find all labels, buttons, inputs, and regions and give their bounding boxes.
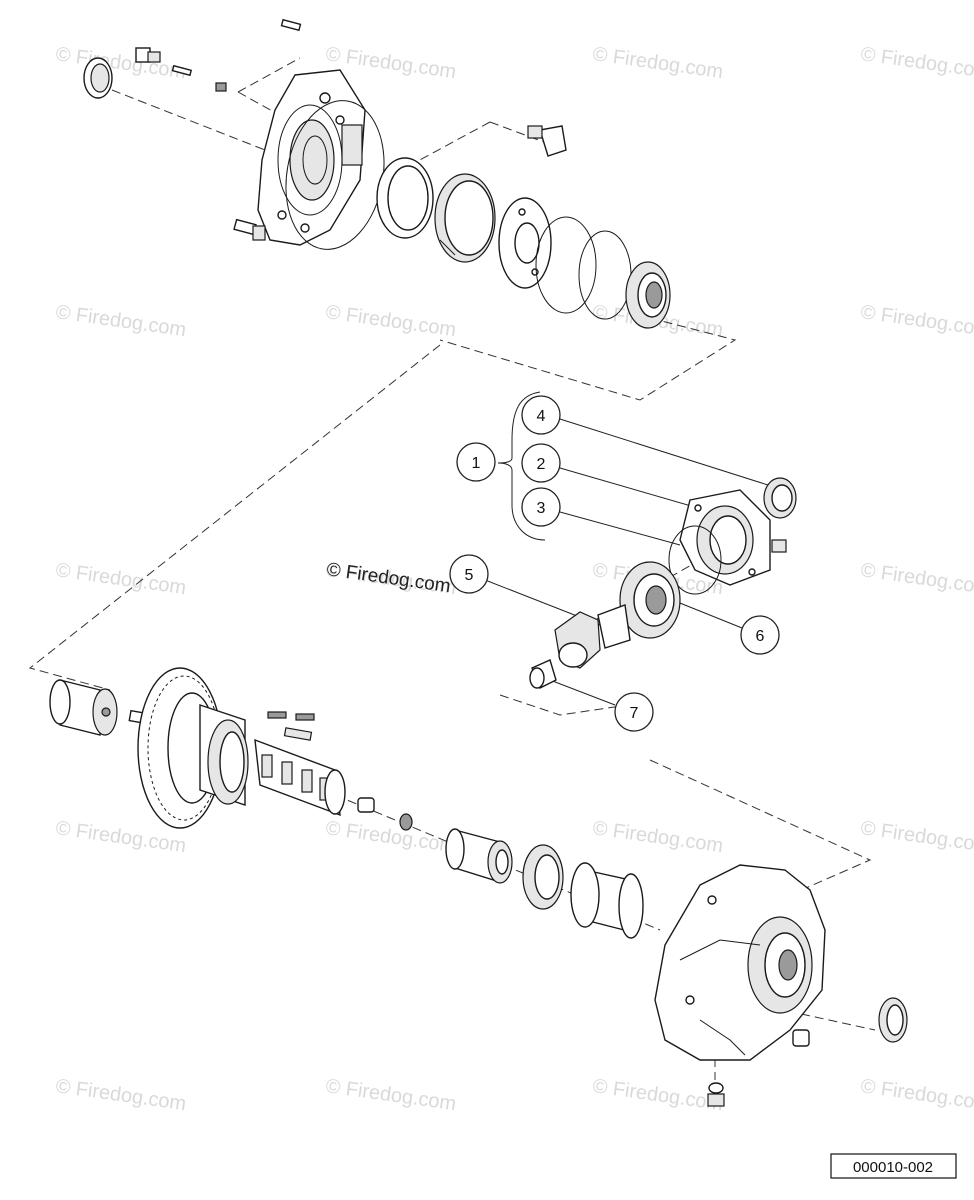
callout-1: 1 [456,442,496,482]
watermark: © Firedog.com [859,43,974,83]
leader-line [549,679,616,706]
watermark: © Firedog.com [54,559,187,599]
main-housing-part [654,864,826,1061]
pinion-oil-seal-part [763,477,797,519]
washer-part [399,813,413,831]
dashed-guide [28,344,441,691]
clip-part [147,51,161,63]
pinion-gear-part [554,604,631,669]
pinion-bearing-part [619,561,681,639]
pinion-subassembly: 1 4 2 3 5 6 7 © Firedog.com [325,391,797,732]
pin-part [280,18,302,32]
ball-bearing-part [625,261,671,329]
watermark: © Firedog.com [859,1075,974,1115]
pinion-bushing-part [529,659,557,689]
callout-label: 5 [465,567,474,584]
watermark: © Firedog.com [859,559,974,599]
roller-cage-part [254,738,346,817]
top-assembly [83,18,737,401]
callout-3: 3 [521,487,561,527]
bearing-housing-part [679,489,771,586]
bolt-part [215,82,227,92]
callout-7: 7 [614,692,654,732]
cylinder-sleeve-part [49,679,118,736]
bottom-bearing-part [522,844,564,910]
bearing-race-part [376,157,434,239]
callout-5: 5 [449,554,489,594]
reference-code: 000010-002 [853,1159,933,1176]
watermark: © Firedog.com [591,817,724,857]
dashed-guide [649,759,872,896]
callout-label: 4 [537,408,546,425]
large-sleeve-part [570,862,644,939]
watermark: © Firedog.com [324,1075,457,1115]
snap-ring-part [535,216,597,314]
callout-2: 2 [521,443,561,483]
main-watermark: © Firedog.com [325,559,452,597]
dashed-guide [499,694,629,716]
pin-part [171,64,193,77]
housing-oil-seal-part [878,997,908,1043]
differential-case-part [199,704,249,806]
small-bushing-part [357,797,375,813]
bearing-sleeve-part [434,173,496,263]
watermark: © Firedog.com [324,301,457,341]
callout-6: 6 [740,615,780,655]
cover-housing-part [257,69,366,246]
bottom-assembly [28,344,908,1107]
watermark: © Firedog.com [54,1075,187,1115]
locating-bracket-part [527,125,567,157]
callout-label: 3 [537,500,546,517]
watermark: © Firedog.com [591,1075,724,1115]
watermark: © Firedog.com [54,301,187,341]
leader-line [559,511,681,546]
watermark: © Firedog.com [54,43,187,83]
needle-bearing-sleeve-part [445,828,513,884]
cross-pins-part [267,711,315,741]
bolt-part [771,539,787,553]
reference-code-box: 000010-002 [830,1153,957,1179]
group-bracket [497,391,546,541]
bolt-part [233,218,266,241]
callout-label: 2 [537,456,546,473]
plug-part [792,1029,810,1047]
thrust-plate-part [498,197,552,289]
callout-4: 4 [521,395,561,435]
oil-seal-part [83,57,266,151]
leader-line [559,467,706,511]
watermark: © Firedog.com [591,43,724,83]
pinion-o-ring-part [668,525,722,595]
drain-bolt-part [707,1082,725,1107]
leader-line [559,418,769,486]
watermark: © Firedog.com [859,817,974,857]
watermark: © Firedog.com [859,301,974,341]
callout-label: 6 [756,628,765,645]
callout-label: 1 [472,455,481,472]
callout-label: 7 [630,705,639,722]
watermark: © Firedog.com [324,817,457,857]
